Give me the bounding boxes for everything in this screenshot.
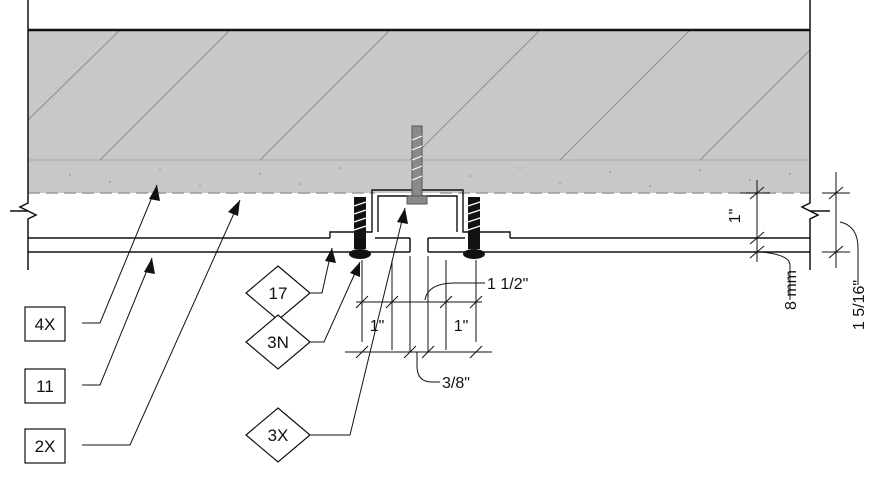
- dim-one-right: 1": [454, 318, 469, 335]
- dim-one-left: 1": [370, 318, 385, 335]
- tag-11-text: 11: [36, 377, 54, 396]
- arrowheads: [144, 185, 408, 277]
- wall-break-lines: [10, 0, 830, 270]
- tag-diamond-3x: 3X: [245, 407, 311, 463]
- tag-4x-text: 4X: [35, 315, 56, 334]
- tag-diamond-17: 17: [245, 265, 311, 321]
- gypsum-board-panels: [28, 237, 810, 253]
- dim-one-vertical: 1": [727, 209, 744, 224]
- tag-box-11: 11: [24, 368, 66, 404]
- leader-lines: [82, 184, 406, 446]
- tag-2x-text: 2X: [35, 437, 56, 456]
- right-screw: [463, 197, 485, 259]
- tag-box-2x: 2X: [24, 428, 66, 464]
- tag-3n-text: 3N: [267, 333, 289, 352]
- horizontal-dimensions: [345, 256, 492, 383]
- anchor-screw: [406, 125, 428, 205]
- dim-eight-mm: 8 mm: [783, 270, 800, 310]
- left-screw: [349, 197, 371, 259]
- dim-one-and-half: 1 1/2": [487, 276, 528, 293]
- tag-3x-text: 3X: [268, 426, 289, 445]
- tag-17-text: 17: [269, 284, 288, 303]
- tag-diamond-3n: 3N: [245, 314, 311, 370]
- tag-box-4x: 4X: [24, 306, 66, 342]
- dim-three-eighths: 3/8": [442, 375, 470, 392]
- vertical-dimensions: [740, 172, 859, 300]
- dim-one-five-sixteenths: 1 5/16": [851, 280, 868, 330]
